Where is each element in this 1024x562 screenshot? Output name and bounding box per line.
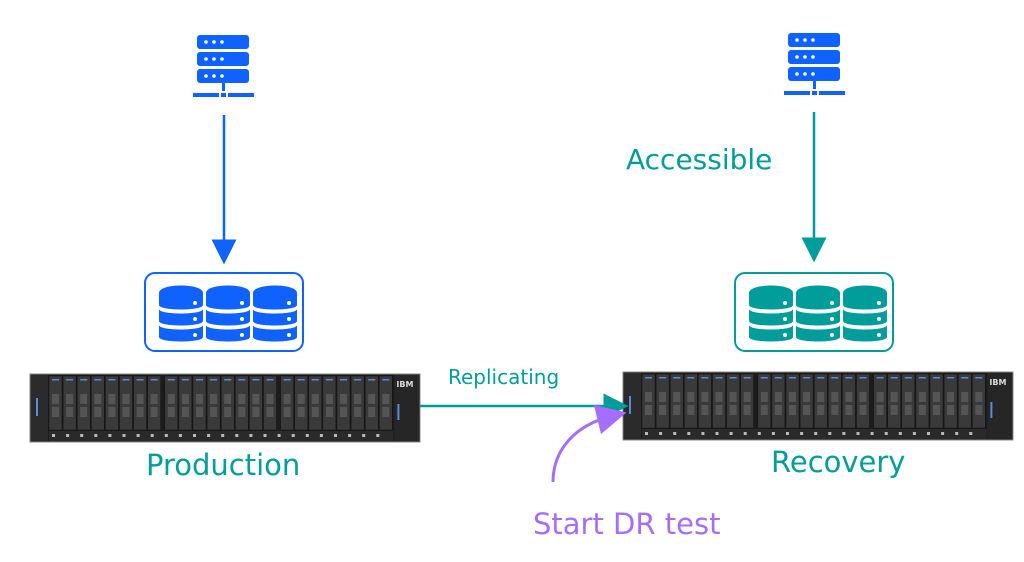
production-array-drive-bay	[91, 375, 105, 431]
production-array-drive-bay	[280, 375, 294, 431]
production-array-drive-bay	[178, 375, 193, 431]
recovery-array-drive-bay	[771, 373, 786, 429]
production-array-drive-bay	[322, 375, 337, 431]
recovery-array-drive-bay	[887, 373, 901, 429]
production-array-drive-bay	[263, 375, 277, 431]
production-array-drive-bay	[220, 375, 235, 431]
production-array-drive-bay	[206, 375, 221, 431]
recovery-array-drive-bay	[684, 373, 698, 429]
production-array-drive-bay	[192, 375, 207, 431]
recovery-array-drive-bay	[828, 373, 842, 429]
production-array-drive-bay	[379, 375, 393, 431]
recovery-array-drive-bay	[655, 373, 670, 429]
recovery-array-drive-bay	[698, 373, 712, 429]
production-array-status-led	[36, 398, 38, 416]
recovery-array-status-led	[629, 396, 631, 414]
recovery-server-icon	[784, 33, 845, 95]
production-array-drive-bay	[294, 375, 308, 431]
dr-test-arrow	[551, 404, 627, 483]
replicating-label: Replicating	[448, 365, 560, 389]
production-array-handle-led	[397, 404, 400, 420]
production-database-icon	[144, 272, 304, 352]
recovery-array-drive-bay	[669, 373, 684, 429]
production-array-drive-bay	[164, 375, 179, 431]
production-array-drive-bay	[350, 375, 365, 431]
production-array-drive-bay	[133, 375, 147, 431]
production-array-drive-bay	[364, 375, 379, 431]
production-server-icon	[193, 35, 254, 97]
recovery-array-drive-bay	[813, 373, 828, 429]
recovery-site-label: Recovery	[771, 445, 906, 479]
accessible-label: Accessible	[626, 143, 773, 176]
production-storage-array: IBM	[29, 373, 421, 443]
recovery-array-badge: IBM	[989, 378, 1006, 387]
production-array-drive-bay	[76, 375, 91, 431]
recovery-array-drive-bay	[726, 373, 740, 429]
recovery-array-drive-bay	[740, 373, 754, 429]
recovery-array-drive-bay	[873, 373, 887, 429]
production-array-drive-bay	[62, 375, 77, 431]
recovery-array-handle-led	[990, 402, 993, 418]
start-dr-test-label: Start DR test	[533, 507, 721, 541]
recovery-array-drive-bay	[957, 373, 972, 429]
production-array-drive-bay	[147, 375, 161, 431]
production-array-drive-bay	[119, 375, 133, 431]
production-array-drive-bay	[235, 375, 249, 431]
production-array-drive-bay	[105, 375, 119, 431]
recovery-array-drive-bay	[785, 373, 800, 429]
production-array-drive-bay	[308, 375, 323, 431]
recovery-array-control-panel	[624, 373, 641, 439]
recovery-array-drive-bay	[856, 373, 870, 429]
recovery-array-drive-bay	[929, 373, 944, 429]
production-site-label: Production	[146, 448, 301, 482]
production-array-drive-bay	[336, 375, 351, 431]
recovery-array-drive-bay	[712, 373, 726, 429]
recovery-array-drive-bay	[842, 373, 856, 429]
recovery-array-drive-bay	[799, 373, 814, 429]
recovery-array-drive-bay	[943, 373, 958, 429]
recovery-database-icon	[734, 272, 894, 352]
production-array-badge: IBM	[396, 380, 413, 389]
recovery-array-drive-bay	[757, 373, 772, 429]
recovery-array-drive-bay	[972, 373, 986, 429]
production-array-drive-bay	[249, 375, 263, 431]
recovery-array-drive-bay	[641, 373, 656, 429]
recovery-storage-array: IBM	[622, 371, 1014, 441]
recovery-array-drive-bay	[901, 373, 916, 429]
recovery-array-drive-bay	[915, 373, 930, 429]
production-array-control-panel	[31, 375, 48, 441]
production-array-drive-bay	[48, 375, 63, 431]
